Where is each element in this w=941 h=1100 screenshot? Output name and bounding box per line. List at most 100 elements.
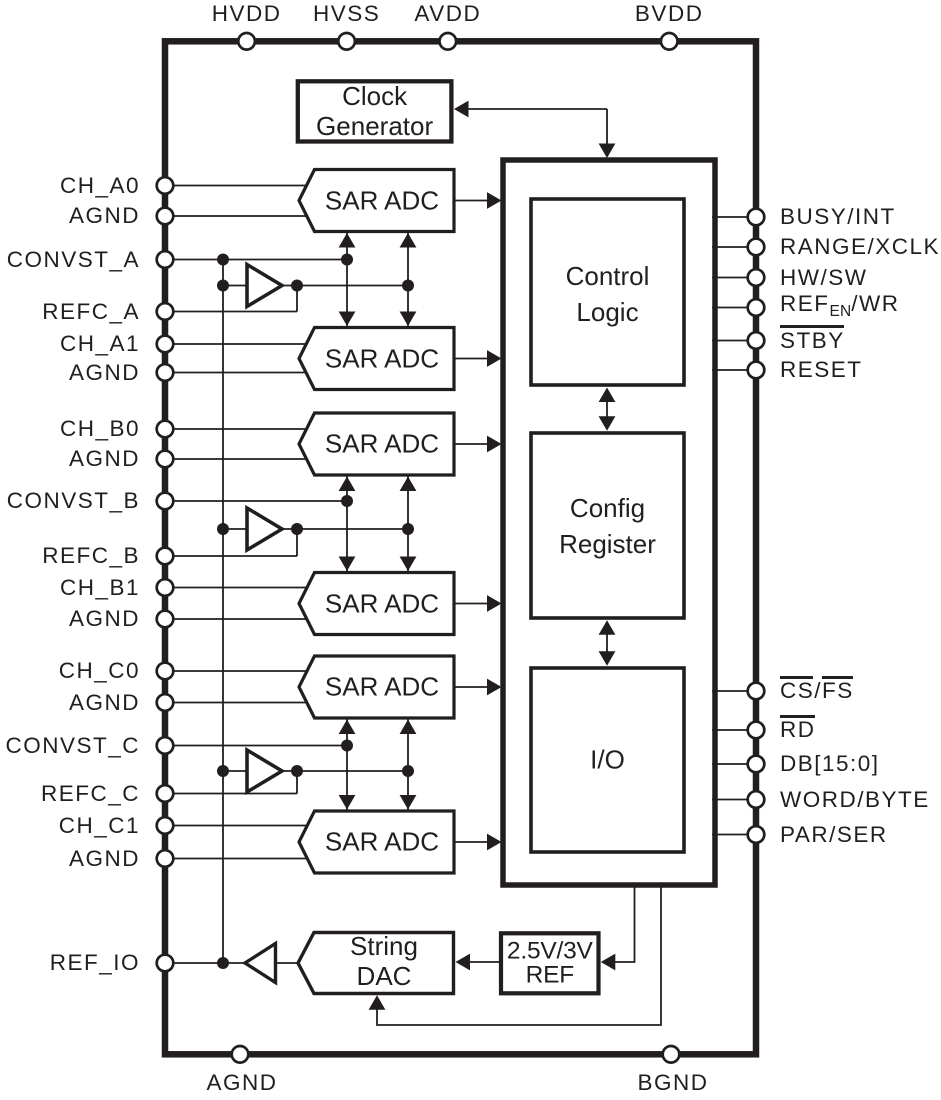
left-pin-label-refc_b: REFC_B xyxy=(42,543,140,568)
config-register-box xyxy=(529,431,686,620)
left-pin-label-refc_a: REFC_A xyxy=(42,298,140,324)
arrow-pair-b-2-down xyxy=(399,556,417,571)
arrow-adc5-to-inner xyxy=(487,678,502,696)
sar-adc-label-3: SAR ADC xyxy=(324,428,440,459)
left-pin-label-ref_io: REF_IO xyxy=(49,950,140,975)
sar-adc-label-5: SAR ADC xyxy=(324,671,440,702)
sar-adc-block-2 xyxy=(297,325,456,392)
arrow-pair-a-1-down xyxy=(338,311,356,326)
config-register-label-line2: Register xyxy=(559,528,656,559)
pin-circle-right-bottom-4 xyxy=(746,789,766,810)
junction-dot-8 xyxy=(291,765,303,777)
connection-lines xyxy=(165,108,756,1026)
fs-text: FS xyxy=(822,675,854,703)
top-pin-label-hvdd: HVDD xyxy=(211,1,282,26)
junction-dot-7 xyxy=(291,523,303,535)
sar-adc-block-4 xyxy=(297,570,456,637)
junction-dots xyxy=(217,253,414,969)
pin-circle-right-top-4 xyxy=(746,297,766,318)
pin-circle-right-top-2 xyxy=(746,237,766,257)
junction-dot-2 xyxy=(217,279,229,292)
junction-dot-10 xyxy=(341,495,353,507)
left-pin-label-ch_a1: CH_A1 xyxy=(59,331,140,356)
pin-circle-left-ch_c0 xyxy=(155,661,175,681)
string-dac-label-line2: DAC xyxy=(356,961,412,991)
arrow-adc4-to-inner xyxy=(487,595,502,612)
wire-io-to-dac xyxy=(376,883,662,1026)
arrow-into-ref xyxy=(600,953,616,971)
right-pin-label-ref-en-wr: REFEN/WR xyxy=(780,290,900,323)
pin-circle-right-bottom-3 xyxy=(746,754,766,774)
ref-en-suffix: /WR xyxy=(851,290,900,316)
pin-circle-bottom-agnd xyxy=(230,1044,250,1064)
arrow-pair-b-1-up xyxy=(338,476,356,491)
string-dac-block xyxy=(296,930,456,996)
pin-circle-left-ch_a0 xyxy=(155,175,175,196)
pin-circle-top-avdd xyxy=(438,31,458,51)
top-pin-label-hvss: HVSS xyxy=(312,1,381,26)
arrow-cfg-to-io xyxy=(598,651,616,666)
junction-dot-13 xyxy=(402,523,414,535)
arrow-into-dac-bottom xyxy=(368,995,386,1010)
right-pin-label-cs-fs: CS/FS xyxy=(780,675,854,703)
right-pin-label-hw-sw: HW/SW xyxy=(780,264,868,290)
arrow-ref-to-dac xyxy=(455,953,470,971)
pin-circles xyxy=(155,31,766,1064)
clock-generator-label-line2: Generator xyxy=(316,111,434,142)
right-pin-label-db150: DB[15:0] xyxy=(780,751,880,776)
pin-circle-top-hvss xyxy=(336,31,357,51)
pin-circle-left-refc_c xyxy=(155,783,175,804)
arrow-pair-c-1-up xyxy=(338,719,356,734)
arrow-io-to-cfg xyxy=(598,620,616,635)
buffer-b-triangle xyxy=(245,504,286,554)
top-pin-label-bvdd: BVDD xyxy=(634,1,704,26)
control-logic-label-line1: Control xyxy=(565,261,650,291)
arrow-pair-b-1-down xyxy=(338,556,356,571)
cs-fs-slash: / xyxy=(814,678,823,703)
arrow-pair-c-2-up xyxy=(399,719,417,734)
left-pin-label-agnd: AGND xyxy=(68,689,140,715)
string-dac-label-line1: String xyxy=(350,931,418,961)
blocks xyxy=(241,79,718,996)
pin-circle-left-ch_b1 xyxy=(155,577,175,598)
pin-circle-left-convst_a xyxy=(155,249,175,270)
reference-box xyxy=(498,931,601,996)
io-label: I/O xyxy=(590,744,625,775)
sar-adc-label-1: SAR ADC xyxy=(324,185,440,215)
arrow-pair-c-2-down xyxy=(399,795,417,810)
pin-circle-left-ch_a1 xyxy=(155,334,175,354)
pin-circle-left-ch_b0 xyxy=(155,419,175,439)
left-pin-label-agnd: AGND xyxy=(68,446,140,471)
junction-dot-12 xyxy=(402,279,414,292)
pin-circle-right-top-5 xyxy=(746,330,766,351)
pin-circle-left-convst_c xyxy=(155,735,175,756)
pin-circle-right-bottom-1 xyxy=(746,681,766,701)
sar-adc-label-4: SAR ADC xyxy=(324,588,440,618)
arrow-pair-a-1-up xyxy=(338,233,356,248)
arrow-adc6-to-inner xyxy=(487,833,502,851)
arrow-pair-a-2-up xyxy=(399,233,417,248)
pin-circle-left-agnd xyxy=(155,609,175,629)
buffer-c-triangle xyxy=(245,746,286,796)
wire-io-to-ref xyxy=(612,883,636,963)
left-pin-label-convst_b: CONVST_B xyxy=(6,488,140,513)
pin-circle-top-hvdd xyxy=(236,31,257,51)
junction-dot-11 xyxy=(341,739,353,752)
arrow-adc2-to-inner xyxy=(487,350,502,367)
junction-dot-1 xyxy=(217,253,229,266)
pin-circle-top-bvdd xyxy=(659,31,679,51)
top-pin-label-avdd: AVDD xyxy=(414,1,482,26)
pin-circle-bottom-bgnd xyxy=(661,1044,681,1064)
pin-circle-left-ref_io xyxy=(155,953,175,973)
sar-adc-label-2: SAR ADC xyxy=(324,343,440,373)
pin-circle-right-top-3 xyxy=(746,267,766,288)
arrow-adc1-to-inner xyxy=(487,192,502,209)
sar-adc-block-6 xyxy=(297,809,456,875)
pin-circle-left-refc_b xyxy=(155,546,175,566)
sar-adc-label-6: SAR ADC xyxy=(324,826,440,857)
left-pin-label-agnd: AGND xyxy=(68,845,140,871)
arrow-clock-into-inner xyxy=(598,143,616,158)
